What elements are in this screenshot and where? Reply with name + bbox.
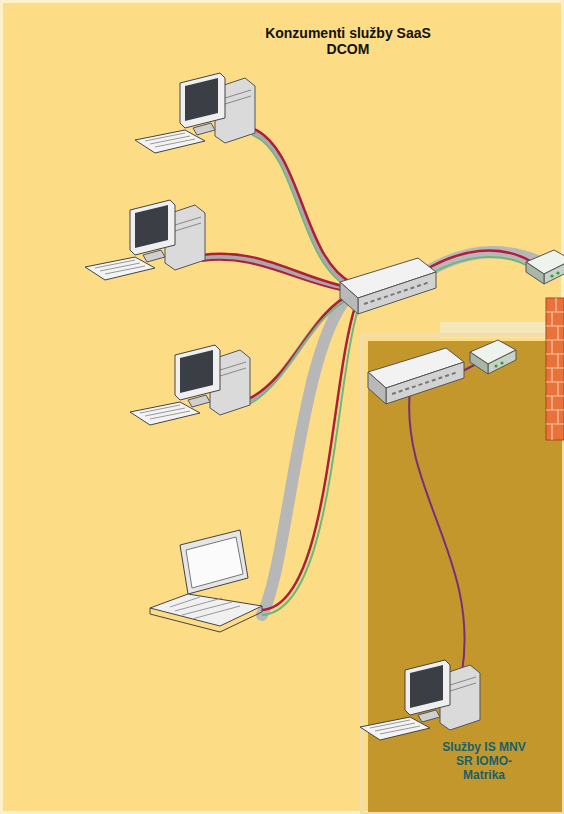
service-region: Služby IS MNV SR IOMO-Matrika (368, 341, 564, 814)
region-heading: Konzumenti služby SaaS DCOM (255, 25, 441, 57)
region-label: Služby IS MNV SR IOMO-Matrika (438, 741, 530, 782)
